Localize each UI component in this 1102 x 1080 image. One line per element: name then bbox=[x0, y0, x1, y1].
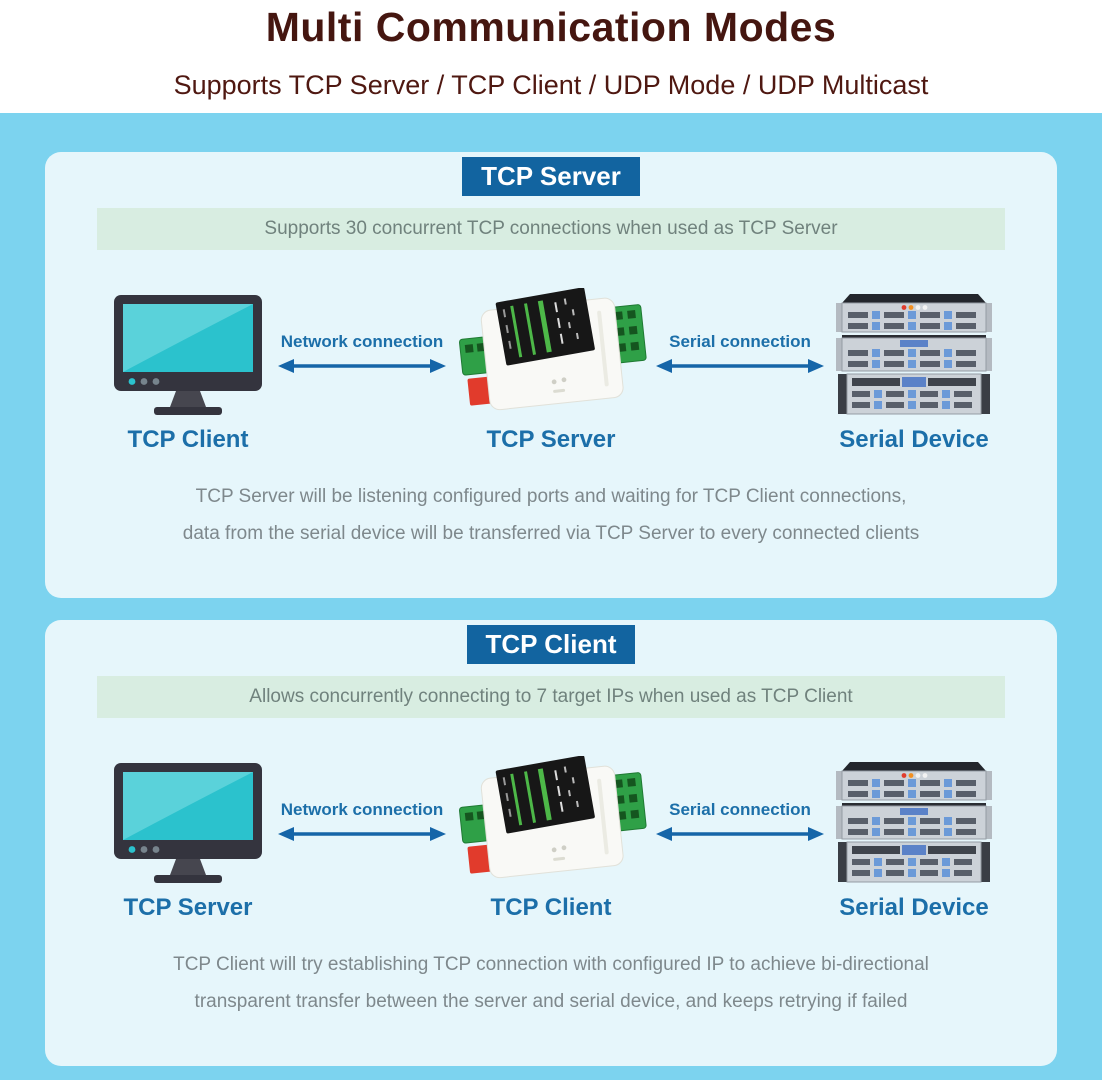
connection-label: Serial connection bbox=[669, 800, 811, 819]
double-headed-arrow-icon bbox=[656, 826, 824, 842]
panel-title-badge: TCP Client bbox=[466, 625, 636, 664]
server-rack-icon bbox=[834, 276, 994, 416]
node-label: Serial Device bbox=[839, 426, 989, 453]
node-converter-device: TCP Server bbox=[441, 276, 661, 454]
node-converter-device: TCP Client bbox=[441, 744, 661, 922]
computer-monitor-icon bbox=[113, 744, 263, 884]
serial-converter-device-icon bbox=[449, 744, 653, 884]
computer-monitor-icon bbox=[113, 276, 263, 416]
serial-converter-device-icon bbox=[449, 276, 653, 416]
node-label: TCP Client bbox=[490, 894, 612, 921]
node-label: TCP Server bbox=[123, 894, 253, 921]
node-label: Serial Device bbox=[839, 894, 989, 921]
panel-header: TCP Server bbox=[45, 157, 1057, 196]
panel-description: TCP Server will be listening configured … bbox=[45, 478, 1057, 552]
network-connection: Network connection bbox=[278, 276, 446, 374]
page-header: Multi Communication Modes Supports TCP S… bbox=[0, 0, 1102, 113]
panel-description: TCP Client will try establishing TCP con… bbox=[45, 946, 1057, 1020]
description-line: TCP Client will try establishing TCP con… bbox=[173, 954, 929, 975]
description-line: transparent transfer between the server … bbox=[194, 991, 908, 1012]
topology-diagram: TCP Client Network connection TCP Server… bbox=[45, 276, 1057, 454]
node-label: TCP Server bbox=[486, 426, 616, 453]
node-serial-device: Serial Device bbox=[819, 276, 1009, 454]
tcp-client-panel: TCP Client Allows concurrently connectin… bbox=[45, 620, 1057, 1066]
page-subtitle: Supports TCP Server / TCP Client / UDP M… bbox=[173, 70, 929, 100]
serial-connection: Serial connection bbox=[656, 276, 824, 374]
topology-diagram: TCP Server Network connection TCP Client… bbox=[45, 744, 1057, 922]
panel-header: TCP Client bbox=[45, 625, 1057, 664]
node-tcp-client: TCP Client bbox=[93, 276, 283, 454]
feature-banner: Supports 30 concurrent TCP connections w… bbox=[97, 208, 1005, 250]
description-line: TCP Server will be listening configured … bbox=[195, 486, 907, 507]
serial-connection: Serial connection bbox=[656, 744, 824, 842]
connection-label: Network connection bbox=[280, 800, 444, 819]
tcp-server-panel: TCP Server Supports 30 concurrent TCP co… bbox=[45, 152, 1057, 598]
double-headed-arrow-icon bbox=[278, 826, 446, 842]
description-line: data from the serial device will be tran… bbox=[182, 523, 920, 544]
connection-label: Network connection bbox=[280, 332, 444, 351]
node-serial-device: Serial Device bbox=[819, 744, 1009, 922]
panel-title-badge: TCP Server bbox=[462, 157, 640, 196]
feature-banner: Allows concurrently connecting to 7 targ… bbox=[97, 676, 1005, 718]
server-rack-icon bbox=[834, 744, 994, 884]
diagram-stage: TCP Server Supports 30 concurrent TCP co… bbox=[0, 113, 1102, 1080]
double-headed-arrow-icon bbox=[278, 358, 446, 374]
network-connection: Network connection bbox=[278, 744, 446, 842]
page-title: Multi Communication Modes bbox=[265, 4, 837, 50]
node-label: TCP Client bbox=[127, 426, 249, 453]
double-headed-arrow-icon bbox=[656, 358, 824, 374]
node-tcp-server: TCP Server bbox=[93, 744, 283, 922]
connection-label: Serial connection bbox=[669, 332, 811, 351]
